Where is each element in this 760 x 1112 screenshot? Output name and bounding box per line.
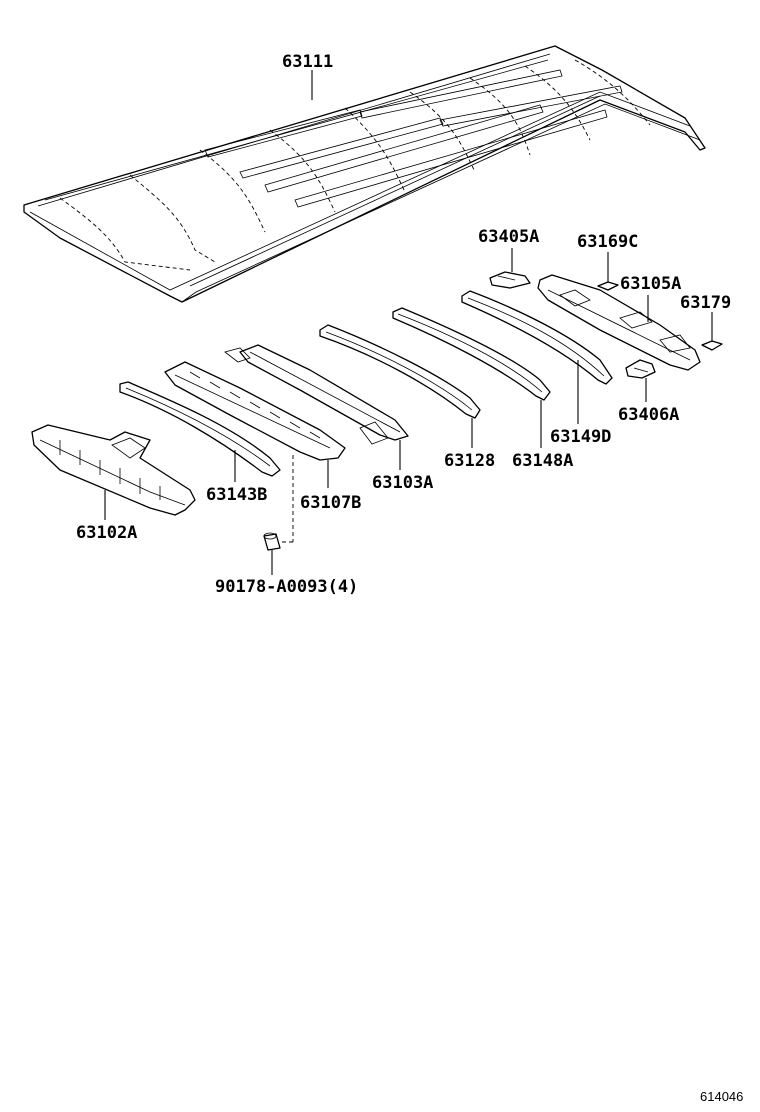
- bracket-63406A: [625, 359, 656, 379]
- roof-bow-63107B: [164, 347, 346, 461]
- label-63111: 63111: [282, 52, 333, 72]
- roof-bow-63149D: [461, 290, 613, 385]
- label-90178-A0093: 90178-A0093(4): [215, 577, 358, 597]
- label-63143B: 63143B: [206, 485, 267, 505]
- label-63148A: 63148A: [512, 451, 573, 471]
- label-63103A: 63103A: [372, 473, 433, 493]
- diagram-code: 614046: [700, 1089, 743, 1104]
- label-63406A: 63406A: [618, 405, 679, 425]
- pad-63169C: [597, 281, 619, 291]
- roof-bow-63148A: [392, 307, 551, 401]
- label-63405A: 63405A: [478, 227, 539, 247]
- label-63105A: 63105A: [620, 274, 681, 294]
- pad-63179: [701, 340, 723, 351]
- roof-bow-63143B: [119, 381, 281, 477]
- clip-90178: [263, 532, 281, 551]
- roof-bow-63128: [319, 324, 481, 419]
- front-header-63102A: [31, 424, 196, 516]
- bracket-63405A: [489, 271, 531, 289]
- label-63169C: 63169C: [577, 232, 638, 252]
- label-63107B: 63107B: [300, 493, 361, 513]
- label-63149D: 63149D: [550, 427, 611, 447]
- label-63102A: 63102A: [76, 523, 137, 543]
- roof-bow-63103A: [239, 344, 409, 445]
- roof-panel-63111: [23, 45, 706, 303]
- label-63179: 63179: [680, 293, 731, 313]
- rear-header-63105A: [537, 274, 701, 371]
- label-63128: 63128: [444, 451, 495, 471]
